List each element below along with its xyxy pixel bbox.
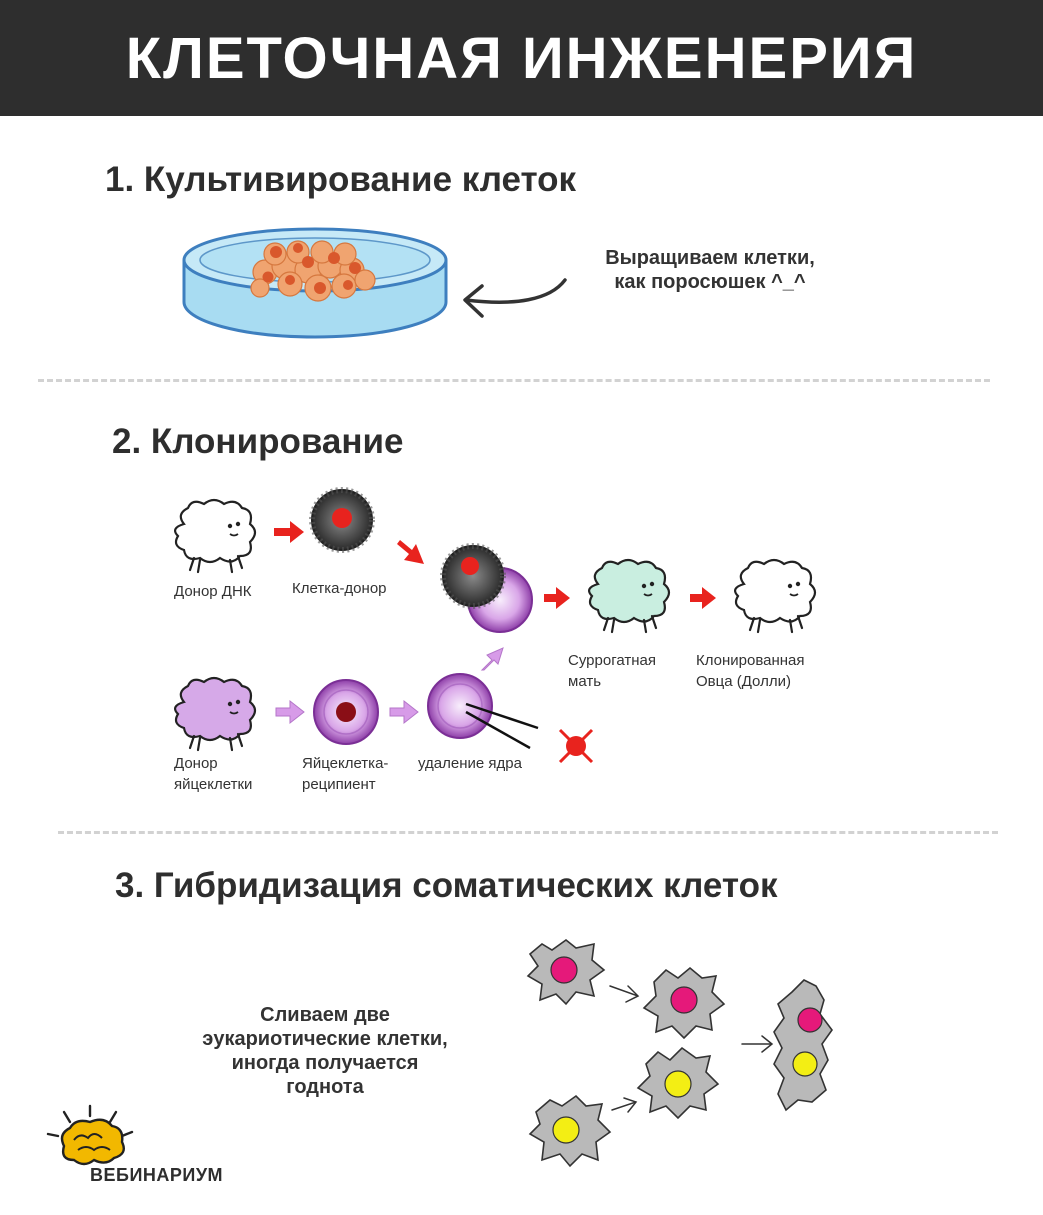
note-line: как поросюшек ^_^ — [614, 271, 806, 293]
brand-name: ВЕБИНАРИУМ — [90, 1165, 224, 1185]
red-arrow-icon — [544, 587, 570, 609]
dna-donor-sheep-icon — [173, 498, 257, 574]
red-arrow-icon — [397, 540, 424, 564]
label-surrogate-mother: Суррогатная мать — [568, 650, 656, 692]
section-title-cultivation: 1. Культивирование клеток — [105, 160, 577, 199]
section-title-cloning: 2. Клонирование — [112, 422, 404, 461]
hybridization-diagram — [526, 938, 833, 1168]
note-line: Сливаем две — [260, 1004, 390, 1026]
note-line: эукариотические клетки, — [202, 1028, 448, 1050]
cultivation-note: Выращиваем клетки, как поросюшек ^_^ — [560, 246, 860, 294]
label-nucleus-removal: удаление ядра — [418, 755, 522, 772]
label-line: Яйцеклетка- — [302, 755, 389, 772]
page-title: КЛЕТОЧНАЯ ИНЖЕНЕРИЯ — [125, 25, 918, 91]
fused-cells-icon — [440, 543, 533, 633]
violet-arrow-icon — [389, 699, 419, 725]
label-donor-cell: Клетка-донор — [292, 580, 387, 597]
label-line: реципиент — [302, 776, 376, 793]
removed-nucleus-icon — [558, 728, 594, 764]
cloned-sheep-icon — [733, 558, 817, 634]
arrow-icon — [609, 985, 640, 1003]
red-arrow-icon — [690, 587, 716, 609]
label-egg-donor: Донор яйцеклетки — [174, 753, 252, 795]
label-line: Овца (Долли) — [696, 673, 791, 690]
note-line: иногда получается — [231, 1052, 419, 1074]
red-arrow-icon — [274, 521, 304, 543]
label-line: мать — [568, 673, 602, 690]
hybridization-note: Сливаем две эукариотические клетки, иног… — [160, 1003, 490, 1099]
note-line: годнота — [286, 1076, 364, 1098]
label-line: Клонированная — [696, 652, 805, 669]
violet-arrow-icon — [275, 699, 305, 725]
cloning-diagram — [173, 487, 817, 764]
note-line: Выращиваем клетки, — [605, 247, 815, 269]
egg-recipient-cell-icon — [313, 679, 379, 745]
curved-arrow-icon — [463, 278, 567, 318]
label-line: яйцеклетки — [174, 776, 253, 793]
violet-arrow-icon — [480, 647, 504, 671]
arrow-icon — [741, 1035, 774, 1053]
label-line: Донор — [174, 755, 218, 772]
label-dna-donor: Донор ДНК — [174, 583, 252, 600]
label-cloned-sheep: Клонированная Овца (Долли) — [696, 650, 805, 692]
egg-donor-sheep-icon — [173, 676, 257, 752]
brain-logo-icon — [46, 1104, 134, 1166]
surrogate-mother-sheep-icon — [587, 558, 671, 634]
arrow-icon — [611, 1097, 638, 1113]
donor-cell-icon — [309, 487, 375, 553]
label-egg-recipient: Яйцеклетка- реципиент — [302, 753, 388, 795]
enucleation-cell-icon — [427, 673, 539, 750]
label-line: Суррогатная — [568, 652, 656, 669]
fused-cell-icon — [773, 979, 833, 1112]
section-divider — [38, 379, 990, 382]
section-divider — [58, 831, 998, 834]
section-title-hybridization: 3. Гибридизация соматических клеток — [115, 866, 778, 905]
header-banner: КЛЕТОЧНАЯ ИНЖЕНЕРИЯ — [0, 0, 1043, 116]
petri-dish-illustration — [182, 227, 448, 339]
